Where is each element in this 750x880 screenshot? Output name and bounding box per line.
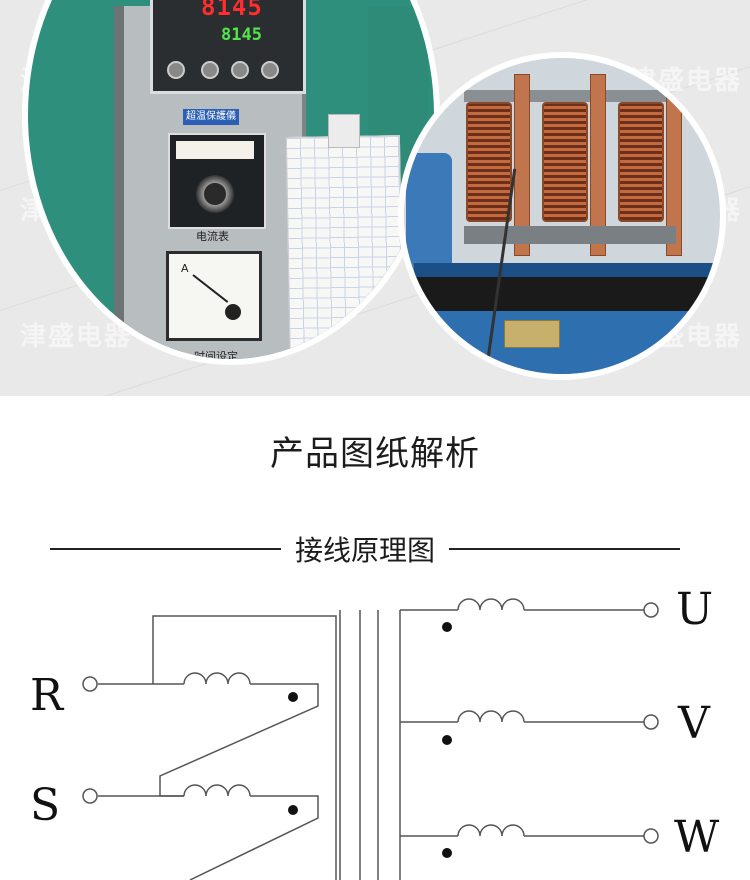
product-photo-band: 津盛电器 津盛电器 津盛电器 津盛电器 津盛电器 津盛电器 8145 8145 … [0,0,750,396]
temperature-display: 8145 8145 [150,0,306,94]
terminal-u-icon [643,602,659,618]
knob-icon [261,61,279,79]
tank-rim [414,263,720,277]
watermark: 津盛电器 [20,322,133,352]
terminal-w-icon [643,828,659,844]
display-reading-bottom: 8145 [221,25,262,45]
coil-winding [466,102,512,222]
terminal-label-s: S [30,780,60,831]
title-rule-left [50,548,281,550]
control-cabinet-photo: 8145 8145 超温保護儀 电流表 A 时间设定 [22,0,440,365]
knob-icon [201,61,219,79]
core-frame-bottom [464,226,676,244]
knob-icon [167,61,185,79]
display-reading-top: 8145 [201,0,263,21]
title-rule-right [449,548,681,550]
gauge-needle [192,274,229,303]
polarity-dot-icon [442,848,452,858]
section-title: 产品图纸解析 [270,434,480,474]
coil-symbol [457,710,525,723]
coil-winding [542,102,588,222]
terminal-label-w: W [674,812,720,863]
copper-bus [514,74,530,256]
polarity-dot-icon [442,622,452,632]
nameplate [504,320,560,348]
diagram-title: 接线原理图 [295,534,436,567]
temperature-controller [168,133,266,229]
blue-cylinder [406,153,452,273]
transformer-photo [398,52,726,380]
cabinet-frame [114,6,126,359]
coil-symbol [183,672,251,685]
polarity-dot-icon [442,735,452,745]
coil-symbol [457,824,525,837]
wiring-diagram: R S U V W [30,584,720,880]
coil-winding [618,102,664,222]
terminal-label-r: R [30,670,65,721]
terminal-label-u: U [676,584,713,635]
terminal-v-icon [643,714,659,730]
polarity-dot-icon [288,692,298,702]
terminal-s-icon [82,788,98,804]
coil-symbol [183,784,251,797]
polarity-dot-icon [288,805,298,815]
panel-label: 超温保護儀 [183,109,239,125]
primary-wire [189,795,319,880]
ammeter-letter: A [181,262,189,275]
timer-label: 时间设定 [194,350,238,363]
terminal-label-v: V [677,698,711,749]
terminal-r-icon [82,676,98,692]
coil-symbol [457,598,525,611]
controller-scale [176,141,254,159]
primary-wire [152,615,337,880]
knob-icon [231,61,249,79]
ammeter: A [166,251,262,341]
diagram-title-row: 接线原理图 [50,528,681,570]
inspection-sheet [285,135,405,359]
copper-bus [666,74,682,256]
meter-label: 电流表 [196,230,229,243]
copper-bus [590,74,606,256]
paper-clip-icon [328,114,360,148]
oil-surface [414,277,720,311]
core-frame-top [464,90,676,102]
gauge-hub [225,304,241,320]
dial-knob-icon [196,175,234,213]
